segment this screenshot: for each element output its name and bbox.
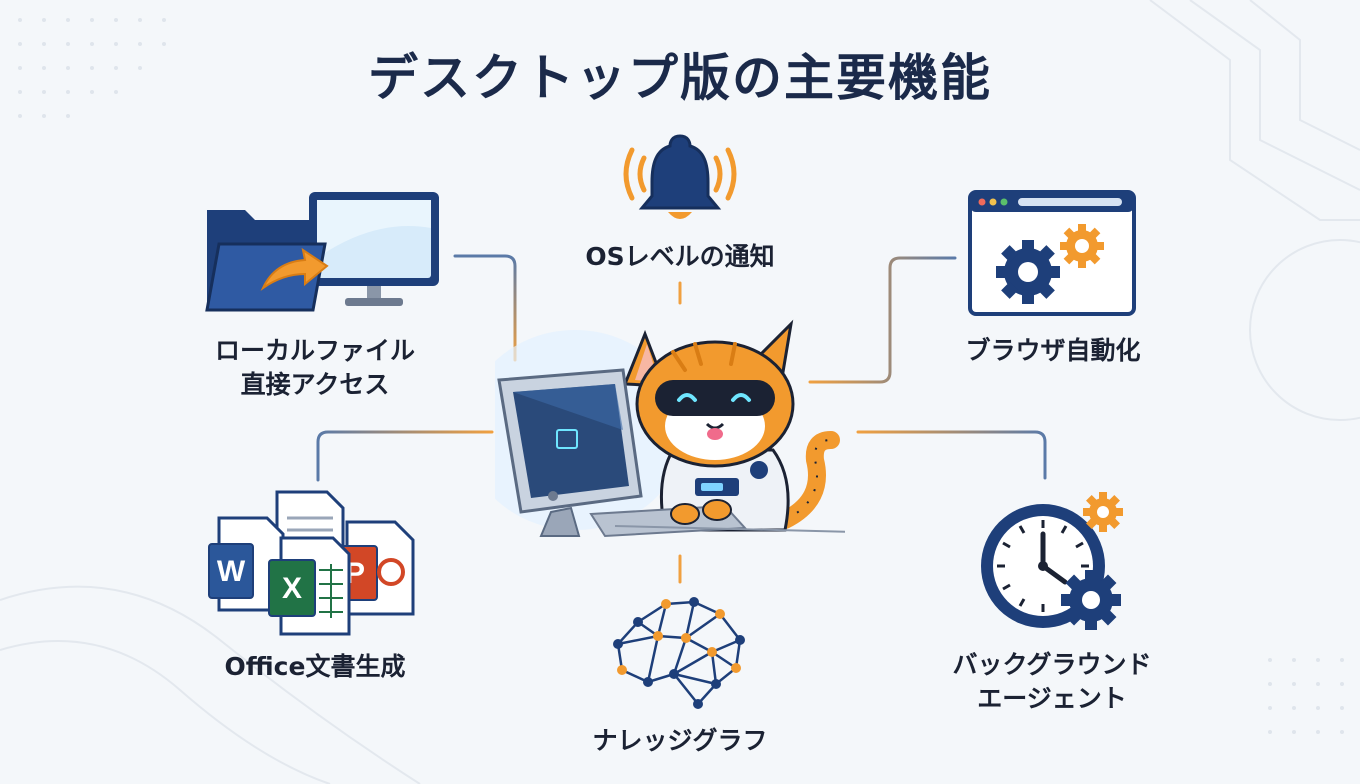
background-agent-label: バックグラウンド エージェント (952, 650, 1152, 713)
excel-letter: X (282, 572, 302, 605)
brain-network-icon (613, 597, 745, 709)
word-letter: W (217, 555, 246, 588)
connector-office (316, 430, 494, 482)
knowledge-graph-label: ナレッジグラフ (592, 726, 768, 755)
folder-monitor-icon (205, 192, 439, 312)
bell-icon (623, 134, 737, 219)
office-documents-icon: W P X (208, 490, 415, 636)
connector-background (856, 430, 1047, 480)
connector-local-file (453, 254, 517, 362)
browser-gears-icon (968, 190, 1136, 316)
clock-gears-icon (981, 492, 1123, 630)
page-title: デスクトップ版の主要機能 (368, 49, 992, 107)
cat-at-computer-icon (495, 319, 845, 538)
office-docs-label: Office文書生成 (224, 652, 406, 681)
local-file-label: ローカルファイル 直接アクセス (214, 336, 415, 399)
os-notification-label: OSレベルの通知 (585, 242, 775, 271)
browser-automation-label: ブラウザ自動化 (965, 336, 1141, 365)
connector-browser (808, 256, 957, 384)
